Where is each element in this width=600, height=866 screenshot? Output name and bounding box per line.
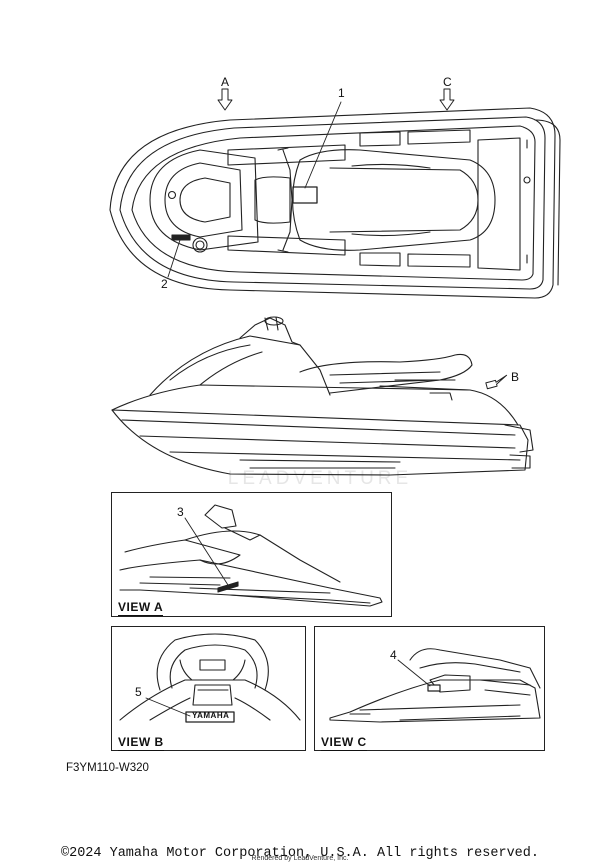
callout-4: 4 [390,648,397,662]
view-c-frame [314,626,545,751]
rendered-by-notice: Rendered by LeadVenture, Inc. [251,855,349,862]
watermark-text: LEADVENTURE [227,468,413,489]
diagram-code: F3YM110-W320 [66,762,149,774]
view-c-detail [329,648,541,723]
callout-5: 5 [135,685,142,699]
view-a-label: VIEW A [118,600,164,614]
top-view-watercraft [109,88,561,299]
callout-3: 3 [177,505,184,519]
view-b-detail [119,633,301,723]
view-c-label: VIEW C [321,735,367,749]
view-a-detail [119,504,383,607]
decal-label: YAMAHA [192,711,230,720]
copyright-notice: ©2024 Yamaha Motor Corporation, U.S.A. A… [61,846,539,861]
view-b-label: VIEW B [118,735,164,749]
callout-2: 2 [161,277,168,291]
view-arrow-a: A [221,75,230,89]
view-a-frame [111,492,392,617]
view-arrow-c: C [443,75,452,89]
view-arrow-b: B [511,370,520,384]
side-view-watercraft [111,316,534,476]
view-b-frame [111,626,306,751]
callout-1: 1 [338,86,345,100]
